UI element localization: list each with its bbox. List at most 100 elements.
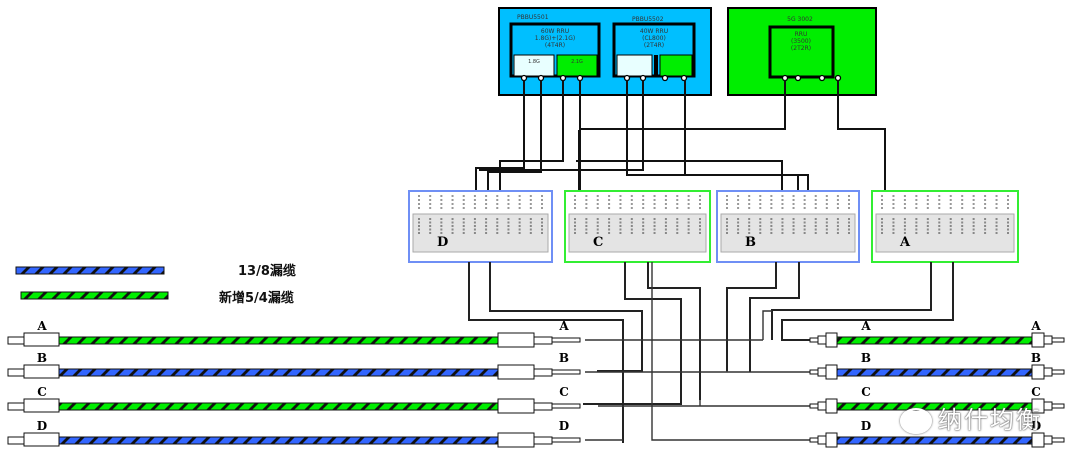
connector-pin: [1051, 369, 1065, 375]
odf-label: A: [899, 235, 911, 250]
cable-label: D: [861, 419, 871, 433]
connector-plug: [1043, 335, 1053, 345]
unit-line: (CL800): [642, 35, 666, 42]
watermark-text: 纳什均衡: [938, 406, 1042, 434]
cable-end-label: B: [559, 351, 569, 365]
unit-line: 1.8G)+(2.1G): [535, 35, 575, 42]
odf-panel-d: D: [408, 190, 553, 263]
port-label: 2.1G: [571, 59, 583, 65]
connector-body: [825, 398, 838, 414]
odf-label: B: [745, 235, 756, 250]
odf-panel-c: C: [564, 190, 711, 263]
cable-body: [58, 368, 499, 377]
connector-plug: [1043, 435, 1053, 445]
odf-panel-a: A: [871, 190, 1019, 263]
connector-plug: [7, 436, 25, 445]
connector-body: [497, 432, 535, 448]
odf-label: D: [437, 235, 448, 250]
cabinet-title: 5G 3002: [787, 16, 813, 23]
cable-body: [58, 436, 499, 445]
legend-label-green: 新增5/4漏缆: [219, 290, 294, 306]
connector-body: [23, 398, 60, 413]
connector-plug: [7, 402, 25, 411]
cable-label: D: [37, 419, 47, 433]
unit-title: PBBU5502: [632, 16, 664, 23]
connection-lines: [585, 262, 815, 441]
connector-pin: [1051, 337, 1065, 343]
cable-label: A: [860, 319, 871, 333]
connector-plug: [533, 402, 553, 411]
cable-body: [58, 336, 499, 345]
cable-label: C: [861, 385, 871, 399]
cable-end-label: B: [1031, 351, 1041, 365]
wechat-icon: [900, 408, 932, 434]
connector-plug: [817, 435, 827, 445]
connector-plug: [817, 335, 827, 345]
unit-line: RRU: [795, 31, 808, 38]
connector-plug: [817, 367, 827, 377]
connector-plug: [817, 401, 827, 411]
unit-line: 40W RRU: [640, 28, 668, 35]
cabinet-title: PBBU5501: [517, 14, 549, 21]
connector-body: [497, 332, 535, 348]
connector-pin: [1051, 403, 1065, 409]
connector-plug: [533, 336, 553, 345]
odf-panel-b: B: [716, 190, 860, 263]
cable-end-label: D: [1031, 419, 1041, 433]
cable-body: [835, 336, 1033, 345]
connector-body: [497, 398, 535, 414]
odf-label: C: [593, 235, 603, 250]
cable-label: A: [36, 319, 47, 333]
cable-body: [58, 402, 499, 411]
cable-body: [835, 436, 1033, 445]
connector-plug: [1043, 367, 1053, 377]
connector-body: [1031, 364, 1045, 380]
connector-body: [825, 364, 838, 380]
connector-pin: [551, 403, 581, 409]
legend: 13/8漏缆 新增5/4漏缆: [15, 263, 296, 306]
connector-body: [825, 332, 838, 348]
upper-wires: [475, 80, 886, 215]
legend-label-blue: 13/8漏缆: [238, 263, 296, 279]
legend-swatch-blue: [15, 266, 165, 275]
connector-pin: [551, 437, 581, 443]
cable-end-label: C: [559, 385, 569, 399]
connector-body: [23, 364, 60, 379]
connector-plug: [1043, 401, 1053, 411]
unit-line: 60W RRU: [541, 28, 569, 35]
connector-body: [23, 332, 60, 347]
cable-body: [835, 368, 1033, 377]
cabinet-pbbu: PBBU5501 60W RRU 1.8G)+(2.1G) (4T4R) 1.8…: [498, 7, 712, 96]
unit-line: (4T4R): [545, 42, 565, 49]
connector-body: [1031, 332, 1045, 348]
cable-end-label: A: [1030, 319, 1041, 333]
watermark: 纳什均衡: [900, 400, 1042, 435]
connector-body: [23, 432, 60, 447]
legend-swatch-green: [20, 291, 169, 300]
connector-body: [497, 364, 535, 380]
connector-plug: [7, 336, 25, 345]
connector-plug: [533, 436, 553, 445]
lower-wires: [468, 262, 954, 443]
cable-label: C: [37, 385, 47, 399]
connector-body: [1031, 432, 1045, 448]
connector-plug: [7, 368, 25, 377]
port-label: 1.8G: [528, 59, 540, 65]
cabinet-5g: 5G 3002 RRU (3500) (2T2R): [727, 7, 877, 96]
cable-label: B: [37, 351, 47, 365]
cable-end-label: D: [559, 419, 569, 433]
connector-pin: [551, 337, 581, 343]
cable-end-label: C: [1031, 385, 1041, 399]
connector-pin: [1051, 437, 1065, 443]
